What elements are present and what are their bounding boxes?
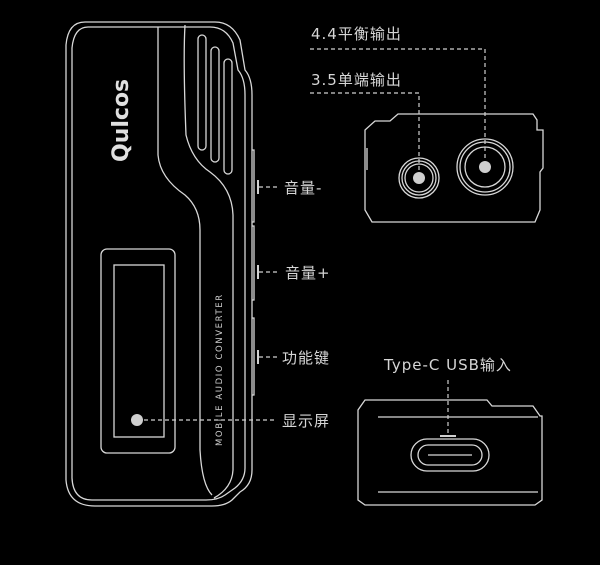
usb-c-port xyxy=(410,435,490,472)
callout-single-ended-out: 3.5单端输出 xyxy=(310,71,420,172)
device-inner-outline xyxy=(71,26,246,501)
single-ended-out-label: 3.5单端输出 xyxy=(311,71,402,89)
volume-up-button xyxy=(252,225,255,301)
brand-logo: Qulcos xyxy=(109,79,134,162)
device-outer-outline xyxy=(65,21,253,507)
function-button xyxy=(252,317,255,396)
device-top-view xyxy=(364,113,544,223)
device-top-panel-edge xyxy=(157,27,213,496)
vent-slot xyxy=(223,58,233,175)
device-bottom-view xyxy=(357,399,543,506)
volume-down-button xyxy=(252,149,255,223)
balanced-out-label: 4.4平衡输出 xyxy=(311,25,402,43)
callout-display: 显示屏 xyxy=(131,412,330,430)
screen-bezel xyxy=(100,248,176,454)
display-screen xyxy=(113,264,165,438)
display-label: 显示屏 xyxy=(282,412,330,430)
volume-down-label: 音量- xyxy=(284,179,322,197)
side-text: MOBILE AUDIO CONVERTER xyxy=(215,293,225,446)
callout-usb-input: Type-C USB输入 xyxy=(383,356,512,434)
jack-3-5mm xyxy=(398,157,440,199)
callout-balanced-out: 4.4平衡输出 xyxy=(310,25,486,160)
device-front-view: Qulcos MOBILE AUDIO CONVERTER xyxy=(65,21,255,507)
usb-input-label: Type-C USB输入 xyxy=(383,356,512,374)
volume-up-label: 音量+ xyxy=(285,264,331,282)
device-curve-edge xyxy=(183,24,234,499)
vent-slot xyxy=(210,46,220,163)
callout-function-key: 功能键 xyxy=(257,349,330,367)
vent-slot xyxy=(197,34,207,151)
callout-volume-up: 音量+ xyxy=(257,264,331,282)
function-key-label: 功能键 xyxy=(282,349,330,367)
callout-volume-down: 音量- xyxy=(257,179,322,197)
